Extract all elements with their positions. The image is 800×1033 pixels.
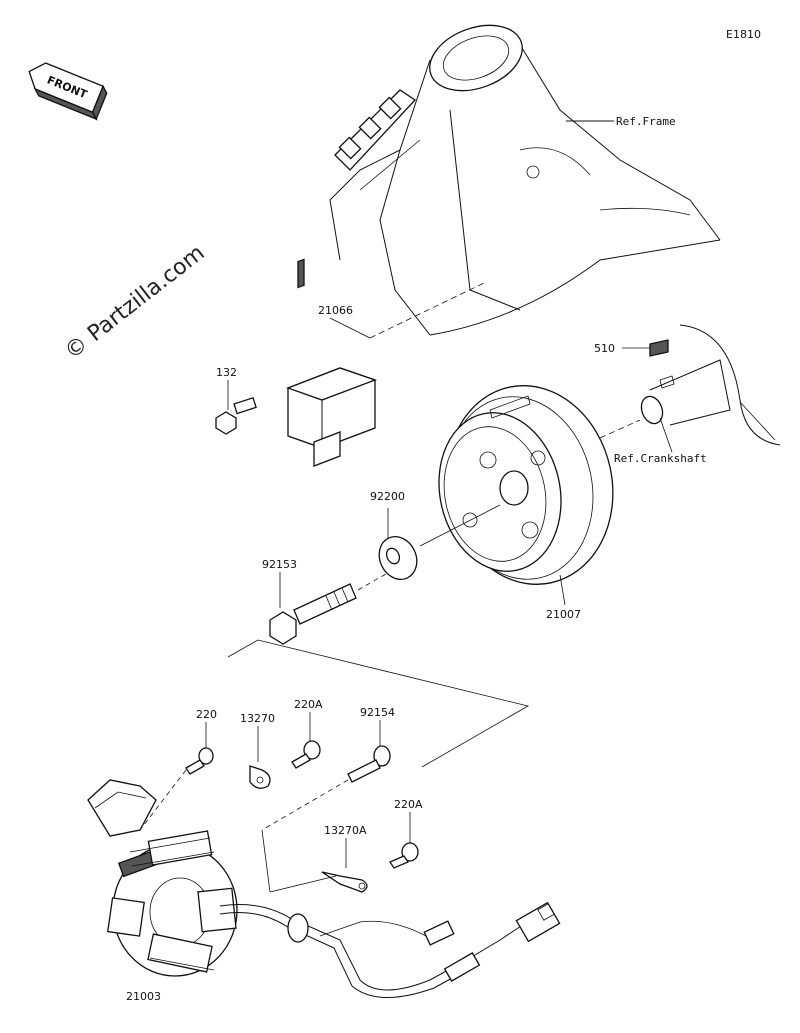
crankshaft-illustration [640, 324, 781, 446]
assembly-guide-line [227, 639, 530, 768]
leader-crankshaft [659, 417, 673, 453]
ref-crankshaft-label: Ref.Crankshaft [614, 452, 707, 465]
ref-frame-label: Ref.Frame [616, 115, 676, 128]
part-label-13270A: 13270A [324, 824, 367, 837]
part-label-92154: 92154 [360, 706, 395, 719]
diagram-code: E1810 [726, 28, 761, 41]
part-label-92153: 92153 [262, 558, 297, 571]
part-label-132: 132 [216, 366, 237, 379]
bolt-132 [215, 397, 257, 435]
leader-21066 [329, 317, 371, 339]
part-label-13270: 13270 [240, 712, 275, 725]
part-label-21007: 21007 [546, 608, 581, 621]
part-label-21066: 21066 [318, 304, 353, 317]
leader-21007 [559, 574, 566, 606]
stator-coil [87, 779, 238, 977]
frame-illustration [329, 24, 721, 336]
part-label-510: 510 [594, 342, 615, 355]
wire-harness [219, 901, 561, 998]
part-label-220: 220 [196, 708, 217, 721]
washer-92200 [378, 536, 418, 580]
clamp-13270 [249, 765, 271, 789]
part-label-220A-bottom: 220A [394, 798, 423, 811]
screw-220A-top [291, 740, 321, 769]
regulator-rectifier [286, 258, 377, 467]
watermark-text: © Partzilla.com [60, 241, 209, 365]
flywheel-rotor [438, 385, 614, 585]
screw-220 [185, 747, 214, 775]
bolt-92154 [347, 745, 391, 783]
front-arrow-icon: FRONT [28, 62, 108, 121]
bolt-92153 [269, 583, 357, 645]
part-label-92200: 92200 [370, 490, 405, 503]
part-label-220A-top: 220A [294, 698, 323, 711]
screw-220A-bottom [389, 842, 419, 869]
clamp-13270A [321, 871, 368, 893]
part-label-21003: 21003 [126, 990, 161, 1003]
